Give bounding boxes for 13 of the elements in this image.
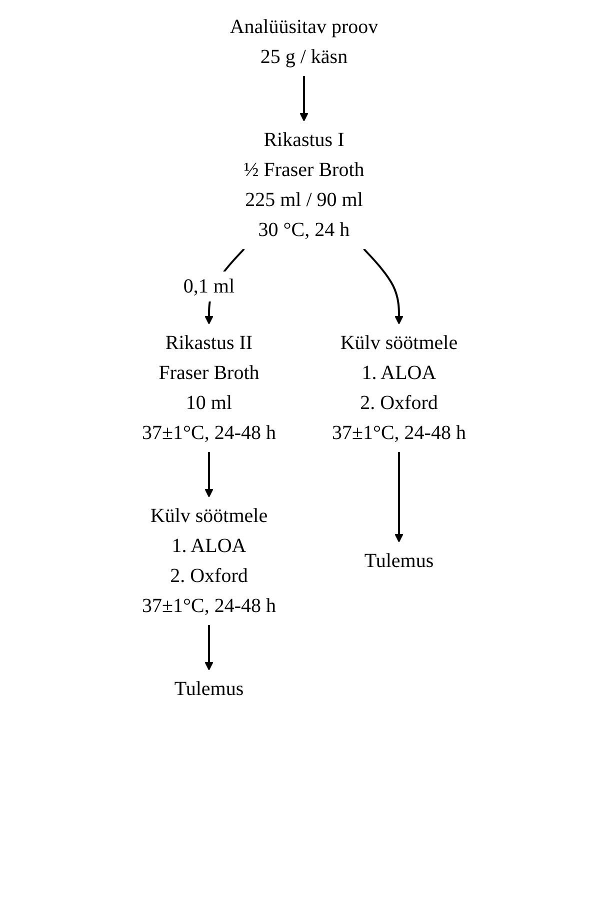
- edge-label: 0,1 ml: [183, 276, 235, 298]
- arrow: [363, 248, 404, 324]
- node-text: Külv söötmele 1. ALOA 2. Oxford 37±1°C, 24-48 h: [332, 332, 466, 444]
- node-text: Tulemus: [174, 678, 244, 700]
- node-text: Rikastus II Fraser Broth 10 ml 37±1°C, 24-48 h: [142, 332, 276, 444]
- node-text: Tulemus: [364, 550, 434, 572]
- arrow: [204, 625, 214, 670]
- arrow: [300, 76, 308, 122]
- arrow: [204, 452, 214, 498]
- arrow: [394, 452, 404, 542]
- node-text: Külv söötmele 1. ALOA 2. Oxford 37±1°C, 24-48 h: [142, 505, 276, 617]
- node-text: Rikastus I ½ Fraser Broth 225 ml / 90 ml 30 °C, 24 h: [244, 129, 364, 241]
- node-text: Analüüsitav proov 25 g / käsn: [230, 16, 378, 68]
